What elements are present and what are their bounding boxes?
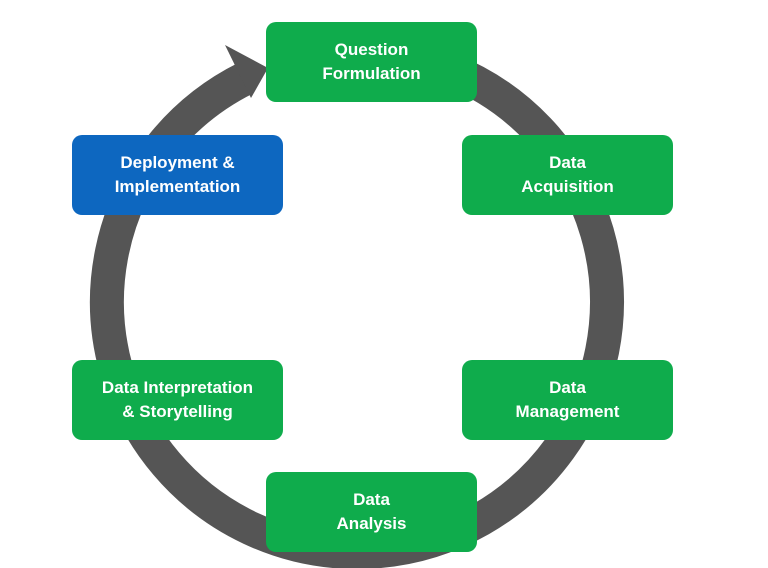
stage-label-line: Management bbox=[515, 402, 620, 421]
stage-label-line: Implementation bbox=[114, 177, 241, 196]
stage-data-analysis: Data Analysis bbox=[266, 472, 477, 552]
stage-data-management: Data Management bbox=[462, 360, 673, 440]
cycle-arrowhead bbox=[225, 45, 268, 98]
stage-label-line: Acquisition bbox=[521, 177, 614, 196]
stage-label-line: Analysis bbox=[336, 514, 407, 533]
stage-label-line: & Storytelling bbox=[122, 402, 233, 421]
stage-label-line: Data Interpretation bbox=[101, 378, 254, 397]
stage-label-line: Data bbox=[549, 153, 586, 172]
stage-deployment-implementation: Deployment & Implementation bbox=[72, 135, 283, 215]
stage-label-line: Data bbox=[353, 490, 390, 509]
stage-data-acquisition: Data Acquisition bbox=[462, 135, 673, 215]
stage-question-formulation: Question Formulation bbox=[266, 22, 477, 102]
stage-label-line: Data bbox=[549, 378, 586, 397]
stage-label-line: Formulation bbox=[322, 64, 421, 83]
stage-label-line: Question bbox=[334, 40, 409, 59]
stage-data-interpretation: Data Interpretation & Storytelling bbox=[72, 360, 283, 440]
stage-label-line: Deployment & bbox=[120, 153, 235, 172]
